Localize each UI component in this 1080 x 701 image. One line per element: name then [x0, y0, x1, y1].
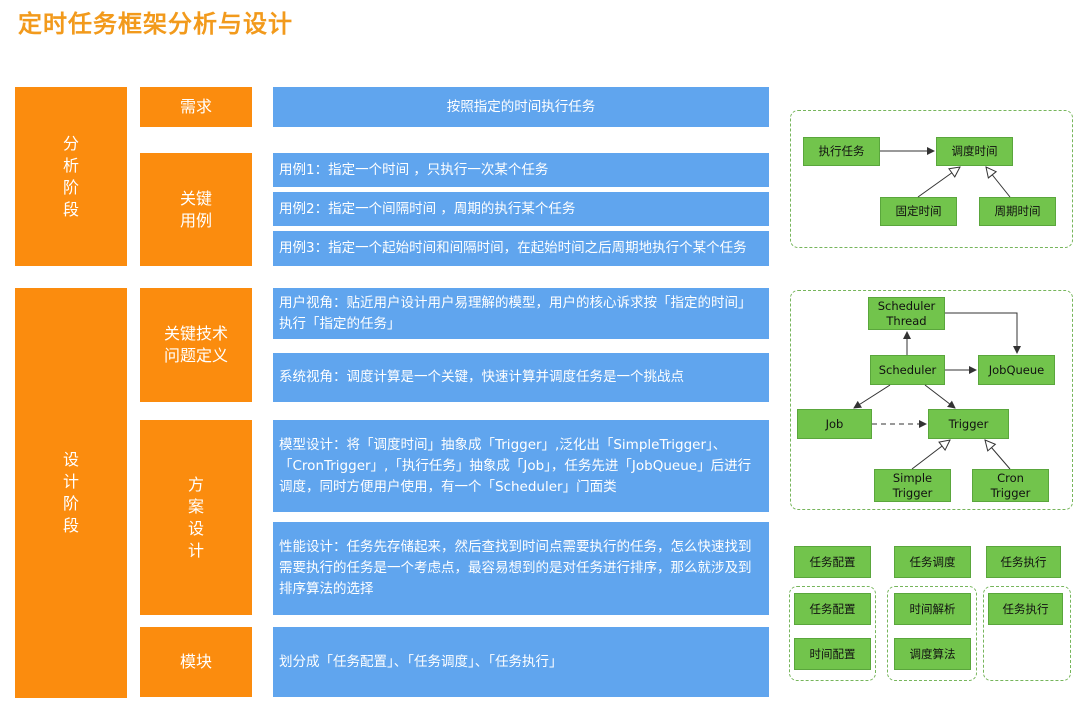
topic-key-tech: 关键技术问题定义: [140, 288, 252, 402]
module-execute: 任务执行: [986, 546, 1061, 578]
module-config-group: [789, 586, 876, 681]
node-simple-trigger-label: Simple Trigger: [892, 470, 933, 500]
module-time-parse: 时间解析: [894, 593, 971, 625]
module-schedule-group: [887, 586, 977, 681]
node-schedule-time: 调度时间: [936, 137, 1013, 166]
topic-requirement: 需求: [140, 87, 252, 127]
module-config-sub-label: 任务配置: [809, 601, 856, 616]
node-scheduler-thread-label: Scheduler Thread: [877, 298, 936, 328]
content-system-view-text: 系统视角：调度计算是一个关键，快速计算并调度任务是一个挑战点: [279, 369, 684, 385]
node-cron-trigger: Cron Trigger: [972, 469, 1049, 502]
node-job-queue-label: JobQueue: [988, 362, 1045, 377]
node-cron-trigger-label: Cron Trigger: [990, 470, 1031, 500]
phase-analysis: 分析阶段: [15, 87, 127, 266]
content-requirement-text: 按照指定的时间执行任务: [446, 98, 596, 115]
module-schedule-algo-label: 调度算法: [909, 646, 956, 661]
content-use-case-3: 用例3：指定一个起始时间和间隔时间，在起始时间之后周期地执行个某个任务: [273, 231, 769, 266]
node-job: Job: [797, 409, 872, 439]
phase-analysis-label: 分析阶段: [62, 133, 79, 219]
node-fixed-time-label: 固定时间: [895, 204, 942, 218]
topic-key-use-cases-label: 关键用例: [179, 188, 212, 230]
module-config-sub: 任务配置: [794, 593, 871, 625]
content-module-split: 划分成「任务配置」、「任务调度」、「任务执行」: [273, 627, 769, 697]
module-config: 任务配置: [794, 546, 871, 578]
module-execute-group: [983, 586, 1071, 681]
module-config-label: 任务配置: [809, 554, 856, 569]
module-schedule-algo: 调度算法: [894, 638, 971, 670]
module-execute-sub: 任务执行: [988, 593, 1063, 625]
content-use-case-2: 用例2：指定一个间隔时间 ，周期的执行某个任务: [273, 192, 769, 226]
node-simple-trigger: Simple Trigger: [874, 469, 951, 502]
node-scheduler-label: Scheduler: [878, 362, 937, 377]
node-fixed-time: 固定时间: [880, 197, 957, 226]
topic-module: 模块: [140, 627, 252, 697]
node-scheduler-thread: Scheduler Thread: [868, 297, 945, 330]
node-job-label: Job: [825, 416, 844, 431]
module-time-parse-label: 时间解析: [909, 601, 956, 616]
content-system-view: 系统视角：调度计算是一个关键，快速计算并调度任务是一个挑战点: [273, 353, 769, 402]
phase-design: 设计阶段: [15, 288, 127, 698]
content-requirement: 按照指定的时间执行任务: [273, 87, 769, 127]
node-periodic-time-label: 周期时间: [994, 204, 1041, 218]
diagram-use-case-box: [790, 110, 1073, 248]
module-schedule-label: 任务调度: [909, 554, 956, 569]
topic-scheme-label: 方案设计: [187, 474, 204, 560]
phase-design-label: 设计阶段: [62, 450, 79, 535]
topic-module-label: 模块: [179, 652, 212, 671]
module-execute-label: 任务执行: [1000, 554, 1047, 569]
node-exec-task-label: 执行任务: [818, 144, 865, 158]
node-trigger: Trigger: [928, 409, 1009, 439]
node-schedule-time-label: 调度时间: [951, 144, 998, 158]
node-job-queue: JobQueue: [978, 355, 1055, 385]
content-model-design: 模型设计：将「调度时间」抽象成「Trigger」,泛化出「SimpleTrigg…: [273, 420, 769, 512]
content-user-view: 用户视角：贴近用户设计用户易理解的模型，用户的核心诉求按「指定的时间」执行「指定…: [273, 288, 769, 339]
page-title: 定时任务框架分析与设计: [18, 10, 293, 38]
topic-requirement-label: 需求: [179, 97, 212, 116]
node-trigger-label: Trigger: [948, 416, 989, 431]
content-module-split-text: 划分成「任务配置」、「任务调度」、「任务执行」: [279, 653, 563, 670]
module-time-config-label: 时间配置: [809, 646, 856, 661]
content-use-case-1-text: 用例1：指定一个时间 ，只执行一次某个任务: [279, 161, 549, 178]
content-perf-design-text: 性能设计：任务先存储起来，然后查找到时间点需要执行的任务，怎么快速找到需要执行的…: [279, 539, 752, 597]
topic-scheme: 方案设计: [140, 420, 252, 615]
topic-key-use-cases: 关键用例: [140, 153, 252, 266]
content-use-case-1: 用例1：指定一个时间 ，只执行一次某个任务: [273, 153, 769, 187]
content-use-case-3-text: 用例3：指定一个起始时间和间隔时间，在起始时间之后周期地执行个某个任务: [279, 240, 747, 256]
content-perf-design: 性能设计：任务先存储起来，然后查找到时间点需要执行的任务，怎么快速找到需要执行的…: [273, 522, 769, 615]
node-periodic-time: 周期时间: [979, 197, 1056, 226]
diagram-model-box: [790, 290, 1073, 510]
module-time-config: 时间配置: [794, 638, 871, 670]
content-use-case-2-text: 用例2：指定一个间隔时间 ，周期的执行某个任务: [279, 200, 576, 217]
module-schedule: 任务调度: [894, 546, 971, 578]
topic-key-tech-label: 关键技术问题定义: [163, 324, 228, 365]
node-exec-task: 执行任务: [803, 137, 880, 166]
content-user-view-text: 用户视角：贴近用户设计用户易理解的模型，用户的核心诉求按「指定的时间」执行「指定…: [279, 294, 752, 332]
node-scheduler: Scheduler: [870, 355, 945, 385]
content-model-design-text: 模型设计：将「调度时间」抽象成「Trigger」,泛化出「SimpleTrigg…: [279, 436, 752, 495]
module-execute-sub-label: 任务执行: [1002, 601, 1049, 616]
